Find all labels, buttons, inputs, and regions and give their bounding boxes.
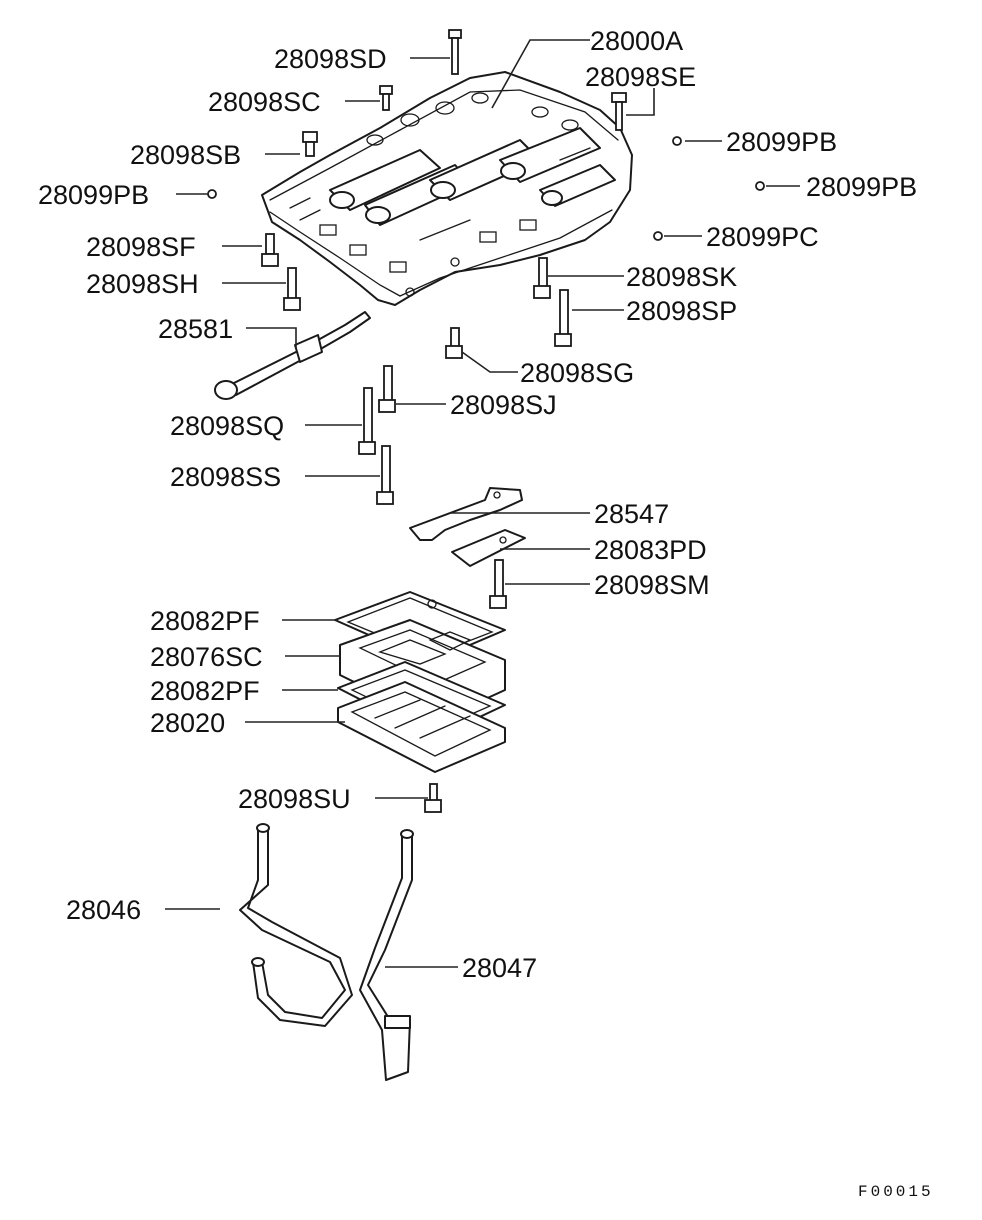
label-28098sp: 28098SP: [626, 296, 737, 326]
label-28000a: 28000A: [590, 26, 683, 56]
bolt-28098sh: [283, 267, 301, 311]
label-28082pf-1: 28082PF: [150, 606, 260, 636]
bolt-28098sb: [302, 131, 318, 157]
label-28098sh: 28098SH: [86, 269, 199, 299]
figure-code: F00015: [858, 1183, 934, 1201]
bolt-28098sd: [448, 29, 462, 75]
label-28098sb: 28098SB: [130, 140, 241, 170]
bolt-28098ss: [376, 445, 394, 505]
check-ball-28099pb: [207, 189, 217, 199]
spool-valve: [539, 164, 616, 207]
label-28083pd: 28083PD: [594, 535, 707, 565]
bolt-28098sj: [378, 365, 396, 413]
label-28098sq: 28098SQ: [170, 411, 284, 441]
label-28046: 28046: [66, 895, 141, 925]
bolt-28098sm: [489, 559, 507, 609]
label-28098se: 28098SE: [585, 62, 696, 92]
label-28099pb-2: 28099PB: [38, 180, 149, 210]
label-28098sk: 28098SK: [626, 262, 737, 292]
label-28547: 28547: [594, 499, 669, 529]
bolt-28098se: [611, 92, 627, 131]
check-ball-28099pb: [672, 136, 682, 146]
label-28099pb-3: 28099PB: [806, 172, 917, 202]
valve-body-assembly: [261, 71, 633, 306]
bolt-28098sc: [379, 85, 393, 111]
check-ball-28099pb: [755, 181, 765, 191]
bolt-28098sk: [533, 257, 551, 299]
plate-28083pd: [451, 529, 526, 567]
label-28098sg: 28098SG: [520, 358, 634, 388]
valve-body-details: [289, 92, 591, 297]
label-28099pc: 28099PC: [706, 222, 819, 252]
bolt-28098su: [424, 783, 442, 813]
label-28098sd: 28098SD: [274, 44, 387, 74]
label-28076sc: 28076SC: [150, 642, 263, 672]
label-28099pb-1: 28099PB: [726, 127, 837, 157]
label-28098sf: 28098SF: [86, 232, 196, 262]
label-28082pf-2: 28082PF: [150, 676, 260, 706]
label-28020: 28020: [150, 708, 225, 738]
plate-28547: [409, 487, 523, 541]
label-28581: 28581: [158, 314, 233, 344]
harness-28581: [214, 311, 371, 400]
label-28098sc: 28098SC: [208, 87, 321, 117]
leader-lines: [165, 39, 800, 968]
label-28098sj: 28098SJ: [450, 390, 557, 420]
spool-valve: [329, 149, 441, 211]
pipe-28047: [359, 829, 414, 1081]
bolt-28098sq: [358, 387, 376, 455]
spool-valve: [499, 127, 601, 183]
bolt-28098sp: [554, 289, 572, 347]
pipe-28046: [239, 823, 353, 1027]
bolt-28098sg: [445, 327, 463, 359]
label-28098su: 28098SU: [238, 784, 351, 814]
label-28098ss: 28098SS: [170, 462, 281, 492]
part-labels: 28000A 28098SD 28098SE 28098SC 28099PB 2…: [38, 26, 917, 983]
check-ball-28099pc: [653, 231, 663, 241]
bolt-28098sf: [261, 233, 279, 267]
label-28047: 28047: [462, 953, 537, 983]
label-28098sm: 28098SM: [594, 570, 710, 600]
